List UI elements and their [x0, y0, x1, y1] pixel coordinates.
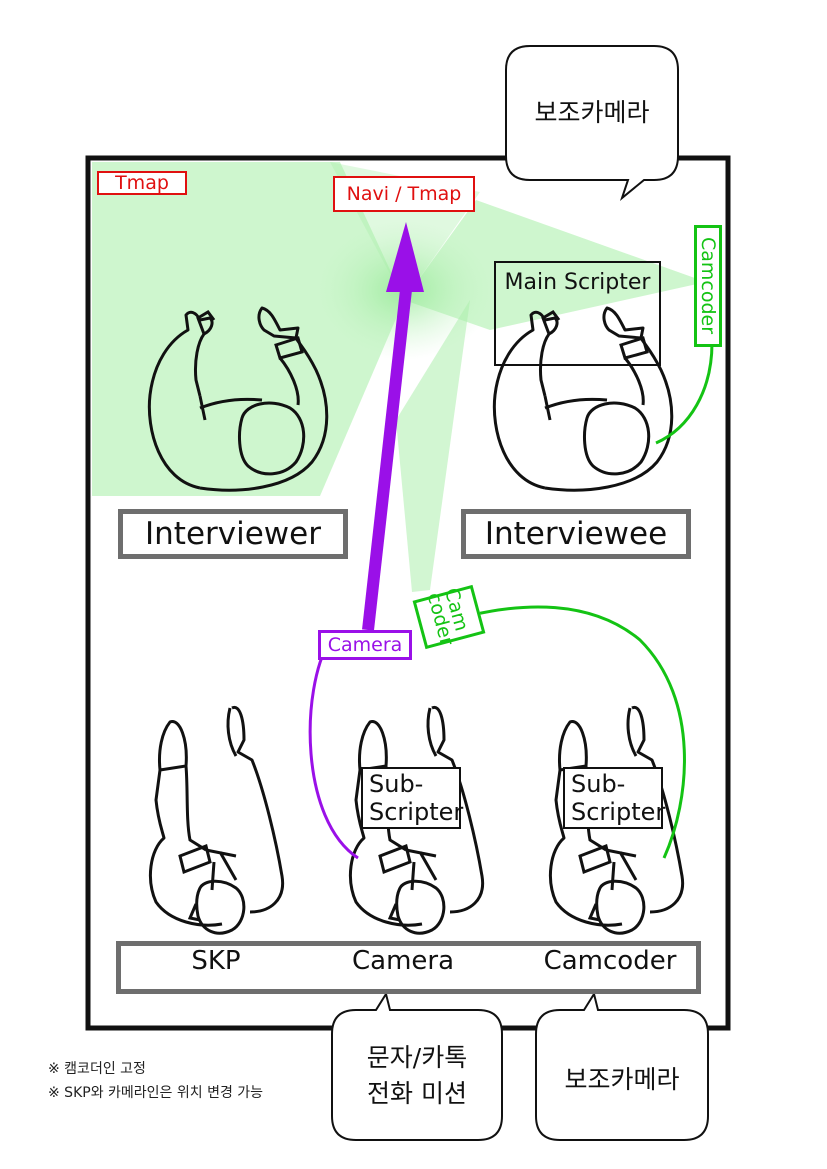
camcoder-side-cable	[655, 342, 714, 445]
speech-bubble-bottom-middle	[331, 991, 503, 1141]
camera-direction-arrow-head	[386, 222, 424, 292]
interviewee-label: Interviewee	[484, 516, 668, 552]
main-scripter-label: Main Scripter	[504, 270, 651, 295]
bottom-bar-camcoder: Camcoder	[543, 946, 677, 976]
sub-scripter-box-2: Sub- Scripter	[563, 767, 665, 829]
speech-bubble-bottom-right	[535, 991, 709, 1141]
main-scripter-box: Main Scripter	[494, 261, 661, 366]
bubble-top-right-text: 보조카메라	[534, 98, 650, 127]
interviewee-box: Interviewee	[461, 509, 691, 559]
camcoder-side-label: Camcoder	[697, 237, 719, 335]
footnote-1: ※ 캠코더인 고정	[48, 1061, 146, 1077]
camcoder-side-tag: Camcoder	[694, 225, 722, 347]
bubble-bottom-right-text: 보조카메라	[564, 1065, 680, 1094]
speech-bubble-top-right	[505, 45, 679, 201]
camera-tag: Camera	[318, 630, 412, 660]
camcoder-middle-view-cone	[396, 300, 470, 592]
camcoder-middle-label: Cam coder	[422, 585, 473, 649]
footnote-2: ※ SKP와 카메라인은 위치 변경 가능	[48, 1085, 264, 1101]
camera-direction-arrow-shaft	[362, 289, 412, 631]
bottom-bar-camera: Camera	[351, 946, 455, 976]
interviewer-label: Interviewer	[145, 516, 321, 552]
interviewer-box: Interviewer	[118, 509, 348, 559]
bottom-role-bar	[116, 941, 701, 994]
navi-tmap-label: Navi / Tmap	[333, 176, 475, 212]
camcoder-cable	[471, 605, 686, 859]
tmap-label: Tmap	[97, 171, 187, 195]
bubble-bottom-middle-text: 문자/카톡 전화 미션	[366, 1043, 468, 1108]
sub-scripter-box-1: Sub- Scripter	[361, 767, 463, 829]
bottom-bar-skp: SKP	[191, 946, 241, 976]
camera-cable	[308, 639, 359, 860]
